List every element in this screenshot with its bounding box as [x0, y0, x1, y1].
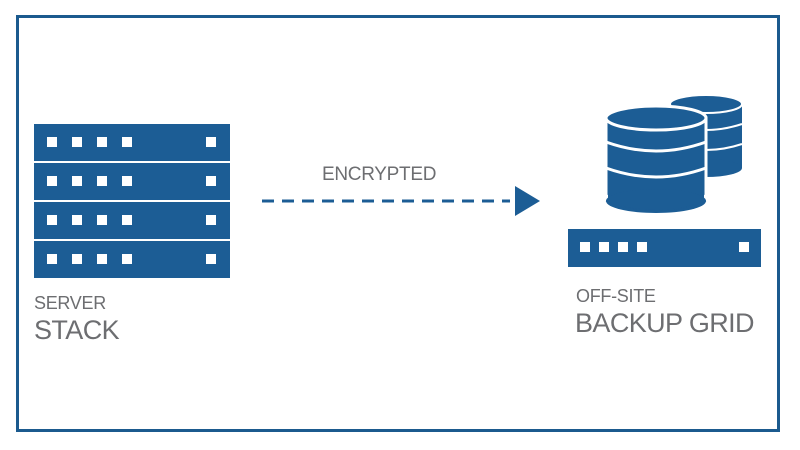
server-indicator-light	[47, 176, 57, 186]
server-indicator-light	[206, 137, 216, 147]
server-indicator-light	[97, 137, 107, 147]
server-indicator-light	[97, 176, 107, 186]
server-indicator-light	[97, 254, 107, 264]
arrow-head-icon	[515, 186, 540, 216]
server-indicator-light	[206, 215, 216, 225]
server-label-line2: STACK	[34, 315, 120, 345]
server-unit-3	[34, 202, 230, 239]
server-indicator-light	[122, 176, 132, 186]
server-indicator-light	[122, 137, 132, 147]
server-indicator-light	[72, 254, 82, 264]
server-unit-2	[34, 163, 230, 200]
encrypted-arrow	[262, 186, 540, 216]
server-indicator-light	[47, 215, 57, 225]
server-indicator-light	[122, 215, 132, 225]
server-indicator-light	[72, 215, 82, 225]
server-indicator-light	[72, 176, 82, 186]
backup-label-line2: BACKUP GRID	[575, 308, 755, 338]
server-indicator-light	[97, 215, 107, 225]
server-rack-icon	[34, 124, 230, 278]
server-indicator-light	[47, 254, 57, 264]
backup-server-unit-icon	[568, 229, 761, 267]
database-front-icon	[604, 104, 708, 214]
backup-label-line1: OFF-SITE	[576, 286, 656, 306]
server-unit-1	[34, 124, 230, 161]
database-stack-icon	[604, 94, 743, 214]
server-indicator-light	[122, 254, 132, 264]
server-label-line1: SERVER	[34, 293, 106, 313]
server-indicator-light	[72, 137, 82, 147]
server-indicator-light	[206, 254, 216, 264]
server-indicator-light	[206, 176, 216, 186]
server-indicator-light	[47, 137, 57, 147]
connector-label: ENCRYPTED	[322, 164, 437, 185]
server-unit-4	[34, 241, 230, 278]
